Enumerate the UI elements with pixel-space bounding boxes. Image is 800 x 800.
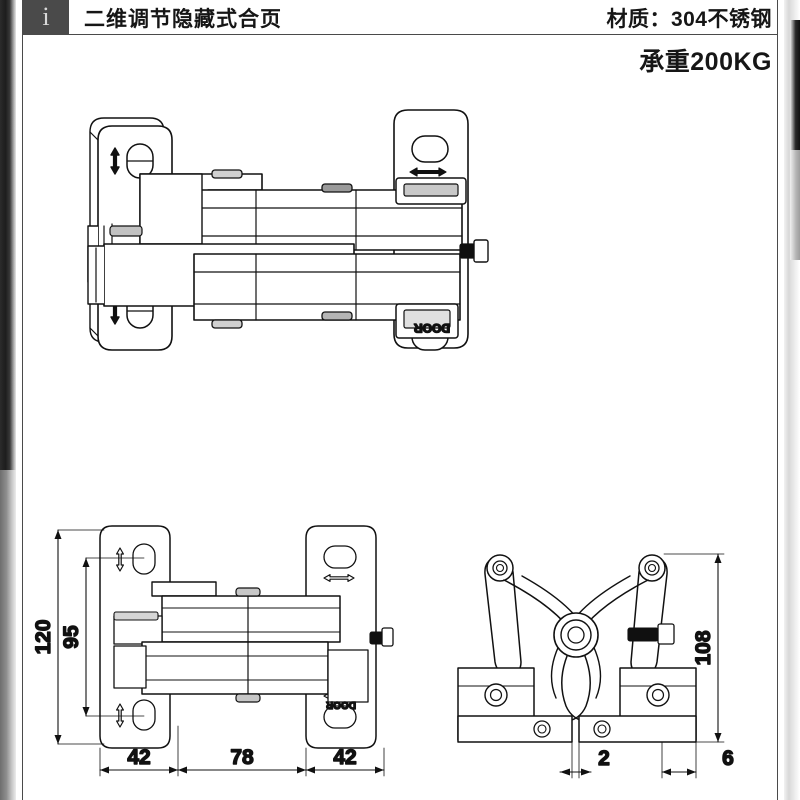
horizontal-adjust-arrow-top bbox=[409, 167, 447, 177]
side-dimension-lines bbox=[559, 553, 725, 779]
side-adjuster-screw bbox=[627, 623, 675, 645]
front-adjuster-screw bbox=[369, 627, 394, 647]
dim-right-plate-width-label: 42 bbox=[333, 746, 356, 769]
info-icon-glyph: i bbox=[42, 2, 50, 31]
product-title: 二维调节隐藏式合页 bbox=[84, 8, 282, 31]
front-elevation-drawing: DOOR bbox=[18, 520, 418, 795]
hinge-knuckle-blocks bbox=[395, 177, 489, 339]
main-isometric-drawing: DOOR bbox=[60, 96, 520, 416]
page-edge-left-lower-shadow bbox=[0, 470, 16, 800]
side-base-plates bbox=[457, 715, 697, 743]
vertical-adjust-arrow-top bbox=[110, 147, 120, 175]
door-stamp-label: DOOR bbox=[413, 320, 451, 336]
side-section-drawing: 108 2 6 bbox=[432, 520, 772, 795]
dim-side-height-label: 108 bbox=[692, 630, 715, 665]
side-center-pivot bbox=[553, 612, 599, 658]
front-lower-arm bbox=[113, 641, 369, 703]
header-divider bbox=[23, 34, 778, 35]
load-capacity-spec: 承重200KG bbox=[639, 48, 772, 76]
dim-overall-height-label: 120 bbox=[32, 619, 55, 654]
side-left-link bbox=[484, 554, 522, 675]
page-edge-right-grey-band bbox=[790, 150, 800, 260]
vertical-adjust-arrow-fl-bottom bbox=[116, 703, 124, 728]
door-stamp-text: DOOR bbox=[414, 321, 450, 335]
front-dimension-lines bbox=[54, 529, 385, 777]
side-right-link bbox=[630, 554, 668, 675]
material-spec: 材质：304不锈钢 bbox=[606, 8, 772, 31]
info-icon: i bbox=[23, 0, 69, 34]
front-door-stamp-text: DOOR bbox=[325, 699, 356, 710]
dim-hole-spacing-label: 95 bbox=[60, 625, 83, 649]
vertical-adjust-arrow-fl-top bbox=[116, 547, 124, 572]
dim-center-width-label: 78 bbox=[230, 746, 254, 769]
dim-left-plate-width-label: 42 bbox=[127, 746, 150, 769]
lower-hinge-arm bbox=[87, 243, 461, 329]
horizontal-adjust-arrow-fr-top bbox=[323, 574, 355, 582]
dim-offset-label: 6 bbox=[722, 747, 734, 770]
page-edge-right-dark-band bbox=[790, 20, 800, 150]
front-upper-arm bbox=[113, 581, 341, 645]
front-door-stamp: DOOR bbox=[325, 698, 357, 710]
upper-hinge-arm bbox=[109, 169, 463, 251]
dim-gap-label: 2 bbox=[598, 747, 610, 770]
